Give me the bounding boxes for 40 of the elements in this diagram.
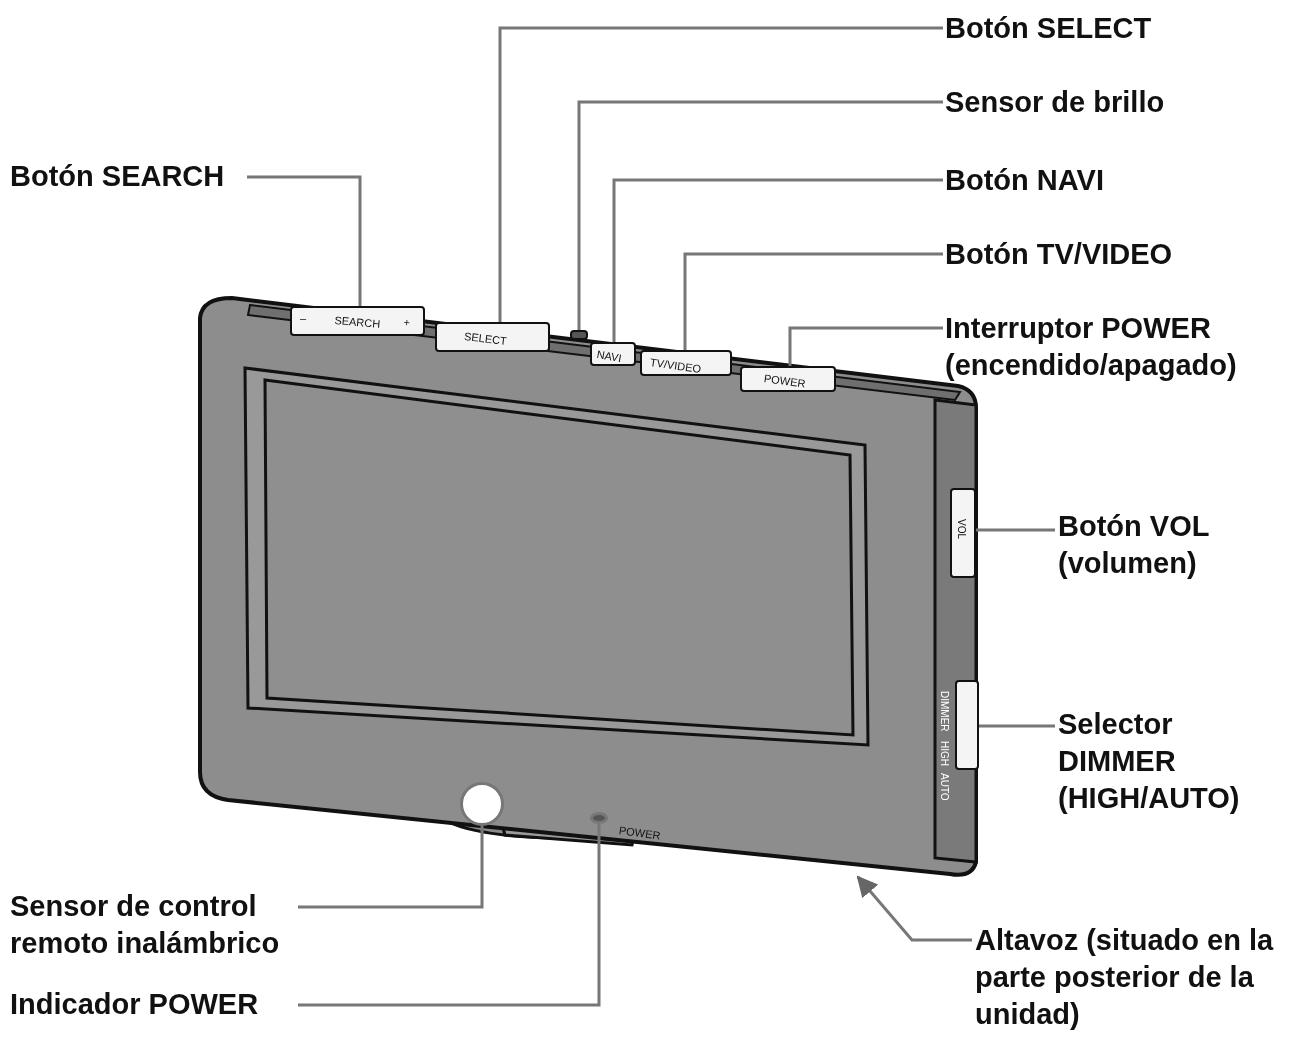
printed-label: AUTO — [938, 772, 951, 802]
tv-video-button — [640, 350, 732, 376]
search-button — [290, 306, 425, 336]
leader-line — [498, 26, 943, 322]
printed-label: SELECT — [463, 330, 508, 348]
leader-line — [788, 326, 943, 366]
leader-line — [976, 528, 1055, 532]
printed-label: POWER — [618, 824, 662, 842]
callout-label: Sensor de brillo — [945, 84, 1205, 121]
select-button — [435, 322, 550, 352]
leader-line — [298, 826, 484, 909]
brightness-sensor — [570, 330, 588, 340]
callout-label: Botón SELECT — [945, 10, 1185, 47]
callout-label: Botón TV/VIDEO — [945, 236, 1215, 273]
leader-line — [247, 175, 362, 306]
printed-label: VOL — [955, 518, 968, 540]
navi-button — [590, 342, 636, 366]
arrow — [856, 875, 972, 942]
callout-label: Selector DIMMER (HIGH/AUTO) — [1058, 706, 1288, 817]
leader-line — [612, 178, 943, 342]
printed-label: DIMMER — [938, 690, 951, 733]
leader-line — [683, 252, 943, 350]
callout-label: Botón VOL (volumen) — [1058, 508, 1258, 582]
power-switch — [740, 366, 836, 392]
callout-label: Altavoz (situado en la parte posterior de la unidad) — [975, 922, 1285, 1033]
printed-label: – — [300, 312, 307, 324]
leader-line — [979, 724, 1055, 728]
callout-label: Indicador POWER — [10, 986, 300, 1023]
callout-label: Sensor de control remoto inalámbrico — [10, 888, 300, 962]
volume-rocker — [950, 488, 976, 578]
printed-label: + — [402, 316, 411, 329]
callout-label: Interruptor POWER (encendido/apagado) — [945, 310, 1290, 384]
printed-label: NAVI — [595, 348, 623, 365]
printed-label: HIGH — [938, 740, 951, 767]
callout-label: Botón NAVI — [945, 162, 1145, 199]
printed-label: POWER — [763, 372, 807, 390]
callout-label: Botón SEARCH — [10, 158, 250, 195]
printed-label: SEARCH — [333, 314, 381, 330]
printed-label: TV/VIDEO — [649, 356, 702, 376]
dimmer-switch — [955, 680, 979, 770]
